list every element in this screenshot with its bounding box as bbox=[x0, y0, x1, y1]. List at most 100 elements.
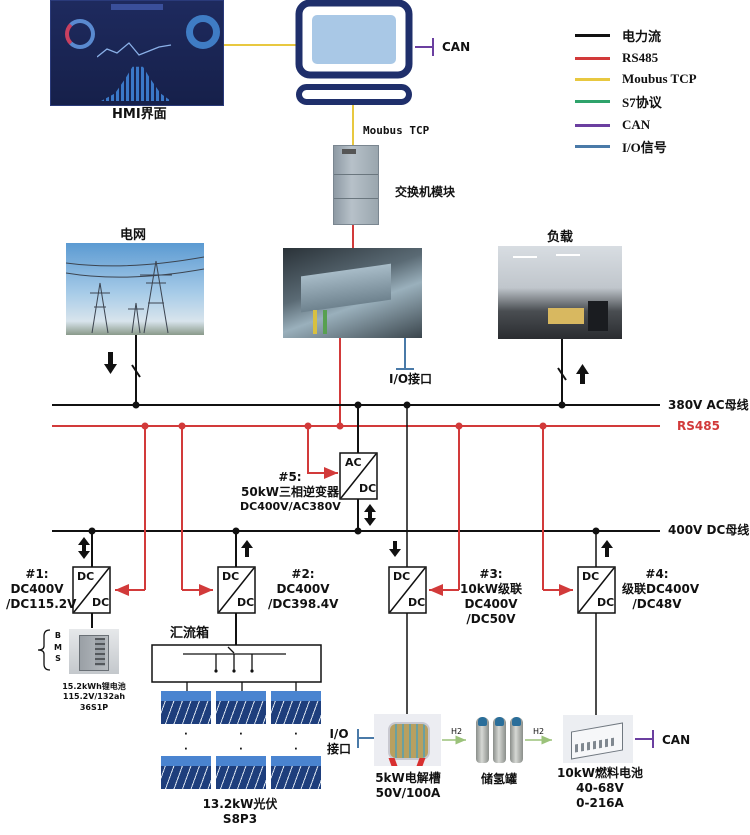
legend-label: 电力流 bbox=[622, 28, 662, 44]
grid-image bbox=[66, 243, 204, 335]
electrolyzer-desc-line: 5kW电解槽 bbox=[375, 771, 441, 785]
c5-arrow-bidirectional-icon bbox=[364, 504, 376, 526]
plc-io-label: I/O接口 bbox=[389, 372, 433, 386]
c4-desc-line: 级联DC400V bbox=[622, 582, 700, 596]
grid-label: 电网 bbox=[120, 228, 147, 243]
c3-bottom-label: DC bbox=[408, 596, 426, 609]
pv-desc-line: S8P3 bbox=[222, 812, 258, 826]
legend-label: CAN bbox=[622, 117, 651, 132]
bms-brace bbox=[37, 629, 51, 671]
legend-swatch bbox=[575, 123, 610, 127]
c4-top-label: DC bbox=[582, 570, 600, 583]
c2-arrow-up-icon bbox=[241, 540, 253, 557]
electrolyzer-io-line-text: I/O bbox=[329, 727, 349, 741]
ac-bus-label: 380V AC母线 bbox=[668, 398, 749, 412]
load-arrow-up-icon bbox=[576, 364, 589, 384]
pv-desc-line: 13.2kW光伏 bbox=[202, 797, 278, 811]
c1-top-label: DC bbox=[77, 570, 95, 583]
c4-bottom-label: DC bbox=[597, 596, 615, 609]
c3-desc-line: /DC50V bbox=[466, 612, 516, 626]
c1-arrow-bidirectional-icon bbox=[78, 537, 90, 559]
c4-desc-line: /DC48V bbox=[632, 597, 682, 611]
battery-desc-line: 15.2kWh锂电池 bbox=[62, 682, 126, 691]
pv-panel bbox=[161, 691, 211, 724]
modbus-tcp-label: Moubus TCP bbox=[363, 124, 430, 137]
battery-desc-line: 36S1P bbox=[79, 702, 109, 712]
c2-desc-line: #2: bbox=[291, 567, 315, 581]
c3-arrow-down-icon bbox=[389, 541, 401, 557]
c5-desc-line: #5: bbox=[278, 470, 302, 484]
combiner-label: 汇流箱 bbox=[170, 626, 210, 641]
c1-desc-line: /DC115.2V bbox=[6, 597, 77, 611]
c3-description: #3: 10kW级联 DC400V /DC50V bbox=[460, 567, 522, 627]
bms-label: B M S bbox=[54, 630, 62, 665]
dc-bus-label: 400V DC母线 bbox=[668, 523, 750, 537]
c5-bottom-label: DC bbox=[359, 482, 377, 495]
electrolyzer-image bbox=[374, 714, 441, 766]
monitor-can-label: CAN bbox=[442, 40, 471, 54]
pv-panel bbox=[271, 756, 321, 789]
hydrogen-tank-label: 储氢罐 bbox=[481, 772, 518, 786]
legend-label: Moubus TCP bbox=[622, 71, 697, 86]
c2-top-label: DC bbox=[222, 570, 240, 583]
c1-bottom-label: DC bbox=[92, 596, 110, 609]
fuelcell-desc-line: 40-68V bbox=[576, 781, 624, 795]
c5-desc-line: DC400V/AC380V bbox=[240, 500, 341, 513]
legend-swatch bbox=[575, 33, 610, 37]
pv-panel bbox=[216, 691, 266, 724]
legend-swatch bbox=[575, 144, 610, 148]
c5-description: #5: 50kW三相逆变器 DC400V/AC380V bbox=[240, 470, 341, 514]
fuelcell-can-label: CAN bbox=[662, 733, 691, 747]
fuelcell-desc-line: 10kW燃料电池 bbox=[557, 766, 643, 780]
legend-item-rs485: RS485 bbox=[575, 49, 658, 67]
hydrogen-tank bbox=[510, 717, 523, 763]
legend-item-can: CAN bbox=[575, 116, 650, 134]
pv-description: 13.2kW光伏 S8P3 bbox=[195, 797, 285, 827]
battery-description: 15.2kWh锂电池 115.2V/132ah 36S1P bbox=[52, 682, 136, 713]
grid-arrow-down-icon bbox=[104, 352, 117, 374]
legend-swatch bbox=[575, 56, 610, 60]
c4-desc-line: #4: bbox=[645, 567, 669, 581]
pv-panel bbox=[161, 756, 211, 789]
c3-desc-line: #3: bbox=[479, 567, 503, 581]
pv-dots: ·· bbox=[239, 729, 243, 755]
c1-desc-line: #1: bbox=[25, 567, 49, 581]
load-label: 负载 bbox=[547, 230, 574, 245]
c5-desc-line: 50kW三相逆变器 bbox=[241, 485, 339, 499]
c1-desc-line: DC400V bbox=[10, 582, 64, 596]
combiner-box bbox=[151, 644, 322, 683]
legend-swatch bbox=[575, 77, 610, 81]
plc-image bbox=[283, 248, 422, 338]
legend-swatch bbox=[575, 99, 610, 103]
c3-desc-line: 10kW级联 bbox=[460, 582, 522, 596]
c5-top-label: AC bbox=[345, 456, 362, 469]
hmi-screenshot bbox=[50, 0, 224, 106]
rs485-bus-label: RS485 bbox=[677, 419, 720, 433]
legend-item-io: I/O信号 bbox=[575, 137, 667, 155]
fuelcell-description: 10kW燃料电池 40-68V 0-216A bbox=[552, 766, 648, 811]
h2-flow-label-2: H2 bbox=[533, 727, 545, 736]
c4-arrow-up-icon bbox=[601, 540, 613, 557]
c1-description: #1: DC400V /DC115.2V bbox=[6, 567, 77, 612]
hmi-label: HMI界面 bbox=[112, 107, 167, 122]
battery-image bbox=[69, 629, 119, 674]
legend-item-s7: S7协议 bbox=[575, 92, 662, 110]
hydrogen-tank bbox=[476, 717, 489, 763]
c5-dc-node bbox=[354, 527, 362, 535]
electrolyzer-io-label: I/O 接口 bbox=[322, 727, 356, 757]
bms-letter: M bbox=[54, 642, 62, 652]
legend-label: RS485 bbox=[622, 50, 659, 65]
legend-label: I/O信号 bbox=[622, 139, 667, 155]
switch-module-image bbox=[333, 145, 379, 225]
fuelcell-desc-line: 0-216A bbox=[576, 796, 624, 810]
legend-item-power: 电力流 bbox=[575, 26, 661, 44]
monitor-icon bbox=[295, 0, 413, 105]
electrolyzer-io-line-text: 接口 bbox=[326, 742, 351, 756]
bms-letter: S bbox=[55, 654, 61, 664]
switch-module-label: 交换机模块 bbox=[395, 185, 456, 199]
c2-bottom-label: DC bbox=[237, 596, 255, 609]
c2-desc-line: DC400V bbox=[276, 582, 330, 596]
hydrogen-tank bbox=[493, 717, 506, 763]
pv-panel bbox=[271, 691, 321, 724]
